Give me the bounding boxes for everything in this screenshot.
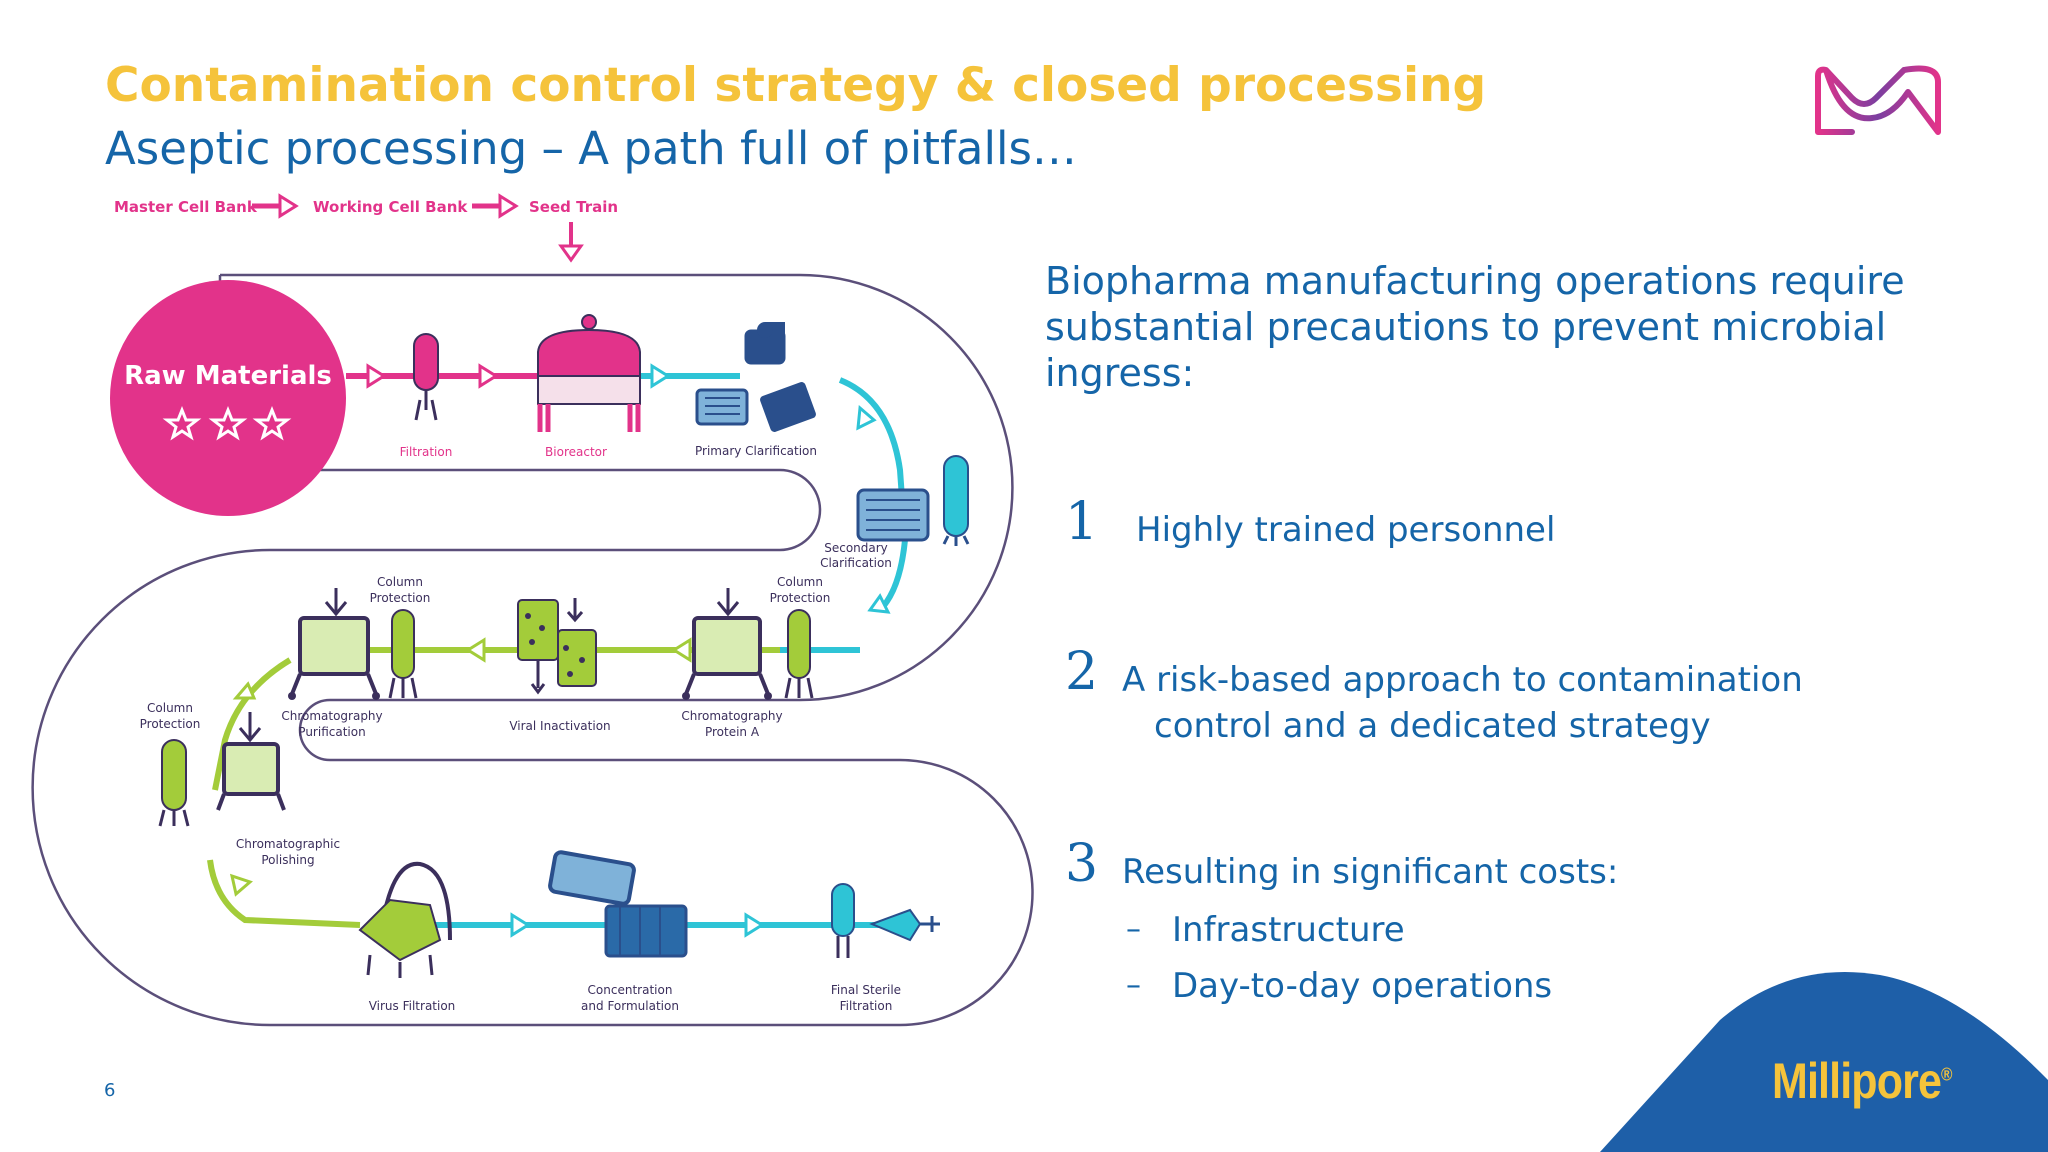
slide-subtitle: Aseptic processing – A path full of pitf…: [105, 122, 1077, 175]
intro-text: Biopharma manufacturing operations requi…: [1045, 259, 1905, 395]
svg-text:Bioreactor: Bioreactor: [545, 445, 607, 459]
flow-arrow-icon: [498, 193, 519, 219]
svg-text:and Formulation: and Formulation: [581, 999, 679, 1013]
svg-text:Purification: Purification: [298, 725, 365, 739]
subpoint-text: Day-to-day operations: [1172, 966, 1553, 1006]
final-sterile-filtration-equipment: Final Sterile Filtration: [831, 883, 940, 1013]
flow-arrows-row2: [229, 637, 692, 897]
flow-arrow-icon: [558, 244, 584, 263]
brand-wordmark: Millipore®: [1772, 1053, 1953, 1109]
master-cell-bank-label: Master Cell Bank: [114, 198, 258, 216]
chromatography-purification-equipment: Chromatography Purification: [281, 588, 383, 739]
svg-text:Protein A: Protein A: [705, 725, 760, 739]
raw-materials-node: Raw Materials: [110, 280, 346, 516]
svg-text:Final Sterile: Final Sterile: [831, 983, 901, 997]
svg-text:Primary Clarification: Primary Clarification: [695, 444, 817, 458]
viral-inactivation-equipment: Viral Inactivation: [509, 598, 611, 733]
svg-text:Viral Inactivation: Viral Inactivation: [509, 719, 610, 733]
svg-text:Polishing: Polishing: [261, 853, 314, 867]
primary-clarification-equipment: Primary Clarification: [695, 322, 817, 458]
svg-text:Virus Filtration: Virus Filtration: [369, 999, 456, 1013]
seed-train-label: Seed Train: [529, 198, 618, 216]
column-protection-equipment: Column Protection: [370, 575, 431, 699]
point-number: 1: [1065, 492, 1099, 552]
svg-text:Concentration: Concentration: [588, 983, 673, 997]
point-text: Resulting in significant costs:: [1122, 852, 1619, 892]
virus-filtration-equipment: Virus Filtration: [358, 861, 456, 1013]
subpoint-text: Infrastructure: [1172, 910, 1405, 950]
column-protection-equipment: Column Protection: [140, 701, 201, 827]
svg-text:Secondary: Secondary: [824, 541, 888, 555]
star-icon: [162, 405, 292, 441]
chromatography-protein-a-equipment: Chromatography Protein A: [681, 588, 783, 739]
svg-text:Column: Column: [777, 575, 823, 589]
dash-bullet: –: [1126, 968, 1141, 1003]
chromatographic-polishing-equipment: Chromatographic Polishing: [216, 712, 340, 867]
svg-text:Filtration: Filtration: [840, 999, 893, 1013]
svg-text:Protection: Protection: [770, 591, 831, 605]
flow-arrows-row1: [366, 363, 891, 614]
svg-text:Filtration: Filtration: [400, 445, 453, 459]
svg-text:Chromatography: Chromatography: [681, 709, 782, 723]
svg-text:Protection: Protection: [370, 591, 431, 605]
company-logo-icon: [1815, 65, 1941, 135]
concentration-formulation-equipment: Concentration and Formulation: [548, 850, 688, 1013]
svg-text:Column: Column: [377, 575, 423, 589]
filtration-equipment: Filtration: [400, 333, 453, 459]
flow-arrows-row3: [510, 912, 765, 938]
svg-text:Column: Column: [147, 701, 193, 715]
svg-text:Chromatographic: Chromatographic: [236, 837, 340, 851]
svg-text:Clarification: Clarification: [820, 556, 892, 570]
flow-arrow-icon: [278, 193, 299, 219]
point-text-continued: control and a dedicated strategy: [1154, 706, 1711, 746]
top-flow: Master Cell Bank Working Cell Bank Seed …: [114, 193, 618, 263]
bioreactor-equipment: Bioreactor: [537, 314, 641, 459]
point-number: 3: [1065, 834, 1099, 894]
working-cell-bank-label: Working Cell Bank: [313, 198, 468, 216]
page-number: 6: [104, 1080, 116, 1101]
column-protection-equipment: Column Protection: [770, 575, 831, 699]
point-number: 2: [1065, 642, 1099, 702]
secondary-clarification-equipment: Secondary Clarification: [820, 455, 970, 570]
svg-text:Protection: Protection: [140, 717, 201, 731]
svg-text:Chromatography: Chromatography: [281, 709, 382, 723]
raw-materials-label: Raw Materials: [124, 361, 332, 391]
point-text: Highly trained personnel: [1136, 510, 1556, 550]
dash-bullet: –: [1126, 912, 1141, 947]
point-text: A risk-based approach to contamination: [1122, 660, 1803, 700]
slide-title: Contamination control strategy & closed …: [105, 58, 1487, 113]
